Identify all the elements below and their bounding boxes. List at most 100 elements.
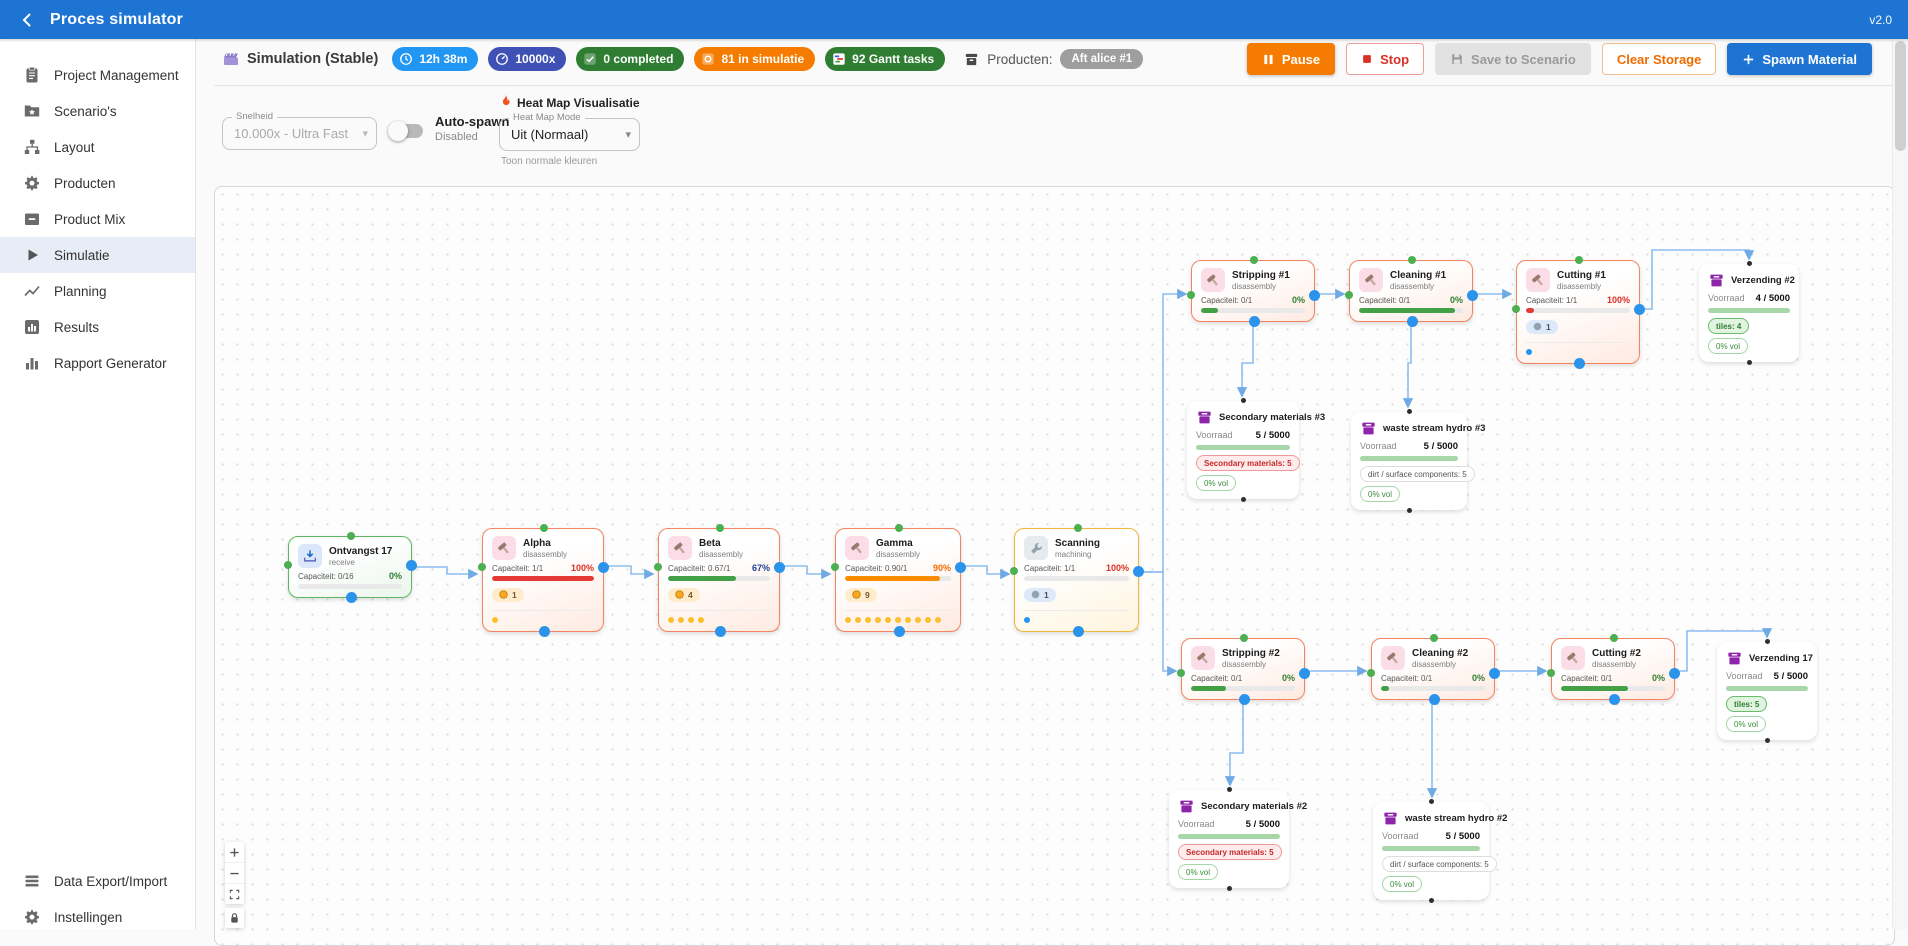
connection-handle[interactable] [716,524,724,532]
connection-handle[interactable] [1406,409,1412,414]
fit-view-button[interactable] [225,884,244,904]
sidebar-item-layout[interactable]: Layout [0,129,195,165]
connection-handle[interactable] [598,562,609,573]
connection-handle[interactable] [955,562,966,573]
autospawn-toggle[interactable] [388,120,423,141]
flow-node-cutting-2[interactable]: Cutting #2 disassembly Capaciteit: 0/1 0… [1547,634,1680,705]
flow-node-waste-stream-hydro-2[interactable]: waste stream hydro #2 Voorraad 5 / 5000 … [1373,799,1507,903]
sidebar-item-scenario-s[interactable]: Scenario's [0,93,195,129]
flow-node-stripping-1[interactable]: Stripping #1 disassembly Capaciteit: 0/1… [1187,256,1320,327]
sidebar-item-simulatie[interactable]: Simulatie [0,237,195,273]
spawn-material-button[interactable]: Spawn Material [1727,43,1872,75]
flow-node-beta[interactable]: Beta disassembly Capaciteit: 0.67/1 67% … [654,524,785,637]
speed-select[interactable]: Snelheid 10.000x - Ultra Fast ▾ [222,111,377,150]
connection-handle[interactable] [1309,290,1320,301]
flow-node-cleaning-1[interactable]: Cleaning #1 disassembly Capaciteit: 0/1 … [1345,256,1478,327]
product-chip[interactable]: Aft alice #1 [1060,49,1144,69]
connection-handle[interactable] [1073,524,1082,532]
connection-handle[interactable] [1187,291,1195,299]
connection-handle[interactable] [894,626,905,637]
lock-button[interactable] [225,908,244,928]
page-scrollbar[interactable] [1892,39,1908,929]
back-button[interactable] [12,5,42,35]
flow-node-secondary-materials-2[interactable]: Secondary materials #2 Voorraad 5 / 5000… [1169,787,1307,891]
connection-handle[interactable] [1430,634,1438,642]
connection-handle[interactable] [1250,256,1258,264]
flow-node-ontvangst-17[interactable]: Ontvangst 17 receive Capaciteit: 0/16 0% [284,532,417,603]
zoom-in-button[interactable] [225,842,244,863]
connection-handle[interactable] [347,532,355,540]
connection-handle[interactable] [774,562,785,573]
sidebar-item-project-management[interactable]: Project Management [0,57,195,93]
connection-handle[interactable] [1764,639,1770,644]
connection-handle[interactable] [831,563,839,571]
pause-button[interactable]: Pause [1246,43,1336,75]
zoom-out-button[interactable] [225,863,244,884]
connection-handle[interactable] [1240,398,1246,403]
connection-handle[interactable] [1406,508,1412,513]
connection-handle[interactable] [1669,668,1680,679]
flow-node-secondary-materials-3[interactable]: Secondary materials #3 Voorraad 5 / 5000… [1187,398,1325,502]
sidebar-item-rapport-generator[interactable]: Rapport Generator [0,345,195,381]
sidebar-item-data-export-import[interactable]: Data Export/Import [0,863,195,899]
clear-storage-button[interactable]: Clear Storage [1601,43,1717,75]
connection-handle[interactable] [1240,634,1248,642]
flow-node-verzending-17[interactable]: Verzending 17 Voorraad 5 / 5000 tiles: 5… [1717,639,1817,743]
connection-handle[interactable] [895,524,903,532]
connection-handle[interactable] [1133,566,1144,577]
connection-handle[interactable] [1746,261,1752,266]
connection-handle[interactable] [1764,738,1770,743]
connection-handle[interactable] [540,524,548,532]
save-to-scenario-button[interactable]: Save to Scenario [1435,43,1591,75]
connection-handle[interactable] [1407,316,1418,327]
flow-node-gamma[interactable]: Gamma disassembly Capaciteit: 0.90/1 90%… [831,524,966,637]
connection-handle[interactable] [1575,256,1583,264]
connection-handle[interactable] [1249,316,1260,327]
connection-handle[interactable] [406,560,417,571]
connection-handle[interactable] [1610,634,1618,642]
connection-handle[interactable] [1634,304,1645,315]
scrollbar-thumb[interactable] [1895,41,1906,151]
flow-node-stripping-2[interactable]: Stripping #2 disassembly Capaciteit: 0/1… [1177,634,1310,705]
flow-node-cutting-1[interactable]: Cutting #1 disassembly Capaciteit: 1/1 1… [1512,256,1645,369]
flow-canvas[interactable]: Ontvangst 17 receive Capaciteit: 0/16 0%… [214,186,1895,946]
connection-handle[interactable] [1408,256,1416,264]
connection-handle[interactable] [1574,358,1585,369]
connection-handle[interactable] [478,563,486,571]
stop-button[interactable]: Stop [1346,43,1425,75]
flow-node-scanning[interactable]: Scanning machining Capaciteit: 1/1 100% … [1010,524,1144,637]
flow-node-alpha[interactable]: Alpha disassembly Capaciteit: 1/1 100% 1 [478,524,609,637]
heatmap-mode-select[interactable]: Heat Map Mode Uit (Normaal) ▾ [499,112,640,151]
connection-handle[interactable] [1429,694,1440,705]
connection-handle[interactable] [284,561,292,569]
connection-handle[interactable] [1299,668,1310,679]
connection-handle[interactable] [1467,290,1478,301]
connection-handle[interactable] [1177,669,1185,677]
connection-handle[interactable] [1010,567,1018,575]
sidebar-item-planning[interactable]: Planning [0,273,195,309]
connection-handle[interactable] [1746,360,1752,365]
connection-handle[interactable] [1367,669,1375,677]
sidebar-item-producten[interactable]: Producten [0,165,195,201]
connection-handle[interactable] [1547,669,1555,677]
connection-handle[interactable] [1512,305,1520,313]
sidebar-item-instellingen[interactable]: Instellingen [0,899,195,935]
connection-handle[interactable] [1226,886,1232,891]
connection-handle[interactable] [1240,497,1246,502]
sidebar-item-product-mix[interactable]: Product Mix [0,201,195,237]
connection-handle[interactable] [1226,787,1232,792]
connection-handle[interactable] [1345,291,1353,299]
connection-handle[interactable] [715,626,726,637]
connection-handle[interactable] [654,563,662,571]
flow-node-verzending-2[interactable]: Verzending #2 Voorraad 4 / 5000 tiles: 4… [1699,261,1799,365]
connection-handle[interactable] [1428,898,1434,903]
connection-handle[interactable] [1489,668,1500,679]
connection-handle[interactable] [346,592,357,603]
connection-handle[interactable] [539,626,550,637]
flow-node-waste-stream-hydro-3[interactable]: waste stream hydro #3 Voorraad 5 / 5000 … [1351,409,1485,513]
connection-handle[interactable] [1072,626,1084,637]
connection-handle[interactable] [1428,799,1434,804]
flow-node-cleaning-2[interactable]: Cleaning #2 disassembly Capaciteit: 0/1 … [1367,634,1500,705]
sidebar-item-results[interactable]: Results [0,309,195,345]
connection-handle[interactable] [1609,694,1620,705]
